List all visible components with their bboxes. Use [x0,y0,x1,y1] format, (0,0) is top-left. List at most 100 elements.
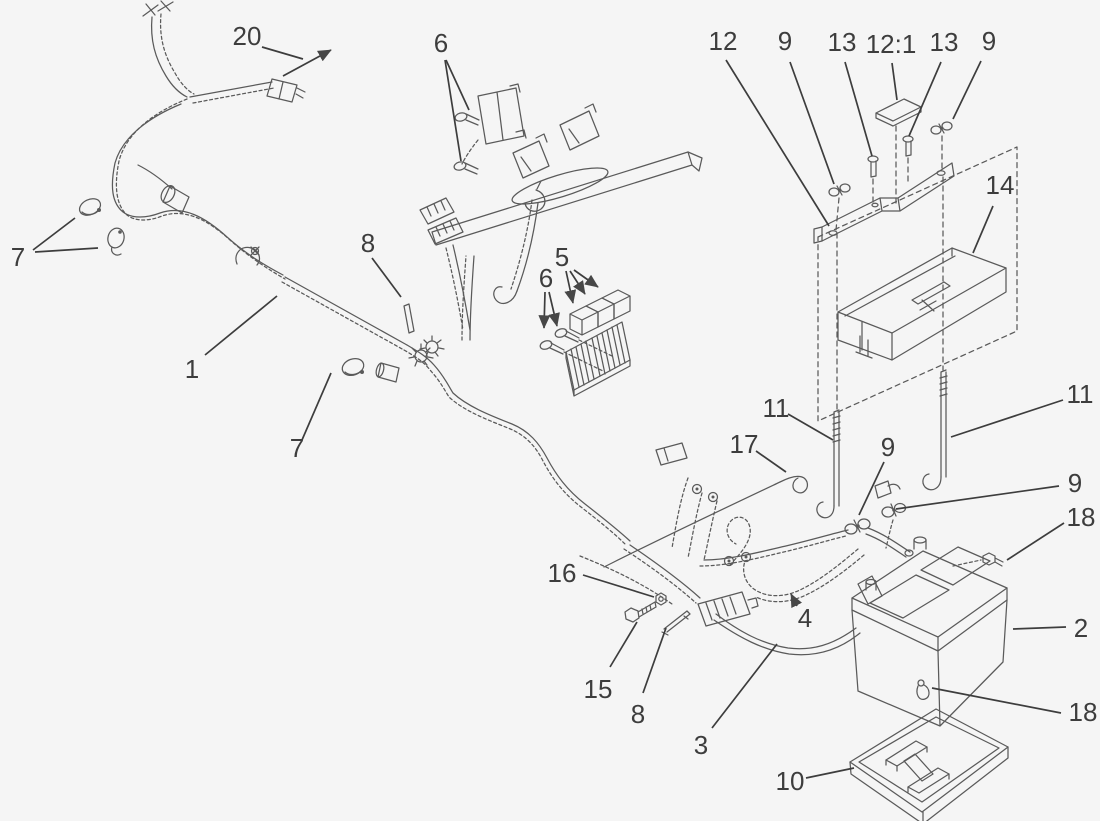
branch-connector [655,442,688,466]
tray-rib-1 [885,740,928,767]
callout-1: 1 [185,354,199,384]
leader-line-11-left-0 [787,413,834,441]
leader-line-9-right-0 [895,485,1060,510]
leader-line-12-1-0 [891,62,898,101]
battery-cell-cover-2 [920,546,991,586]
leader-line-12-0 [725,59,830,227]
callout-4: 4 [798,603,812,633]
leader-line-7-mid-0 [301,372,332,441]
leader-line-8-bot-0 [642,627,667,694]
battery-post [913,539,927,550]
bolt-15 [624,601,657,623]
leader-line-18-top-0 [1006,522,1065,561]
leader-line-7-left-1 [34,247,99,253]
callout-15: 15 [584,674,613,704]
leader-line-20-1 [282,49,332,77]
battery-cable-4 [743,548,865,603]
grommet-bushings [375,335,445,383]
leader-line-9-mid-0 [858,461,885,516]
callout-13-a: 13 [828,27,857,57]
harness-clip-7c [341,357,365,377]
harness-clip-7a [78,198,102,216]
relay-covers [569,289,631,336]
leader-line-9-tr2-0 [952,60,982,120]
callout-11-left: 11 [763,393,790,423]
callout-2: 2 [1074,613,1088,643]
j-hook-2 [493,286,518,305]
callout-7-mid: 7 [290,433,304,463]
callout-8-bot: 8 [631,699,645,729]
harness-clip-7b [107,227,125,256]
harness-tip-connectors [142,0,174,17]
small-connector-2 [427,217,464,245]
leader-line-8-top-0 [371,257,402,298]
dashed-panel-outline [817,146,1018,422]
j-bolt-11-right [922,176,948,491]
leader-line-9-tr1-0 [789,61,835,185]
leader-line-7-left-0 [32,217,76,251]
leader-line-5-2 [573,269,599,288]
callout-13-b: 13 [930,27,959,57]
leader-line-4-0 [790,593,803,609]
leader-line-5-1 [569,270,586,295]
leader-line-6-mid-1 [548,291,560,327]
battery [851,536,1008,727]
bracket-connector-b [559,103,600,151]
terminal-bolt-18-top [952,552,1004,567]
callout-12: 12 [709,26,738,56]
leader-line-6-mid-0 [538,291,551,329]
callout-8-top: 8 [361,228,375,258]
tray-rib-cross [903,753,934,782]
screws-13 [867,135,914,204]
battery-cell-cover-1 [869,574,950,619]
leader-line-18-bot-0 [931,687,1062,714]
decal-12-1 [875,98,922,206]
leader-line-6-top-1 [444,59,462,162]
leader-line-13-b-0 [908,61,942,137]
cylindrical-connector [160,185,190,214]
leader-line-3-0 [711,643,778,729]
leader-line-20-0 [261,46,304,60]
ground-wire-17 [603,475,809,568]
leader-line-11-right-0 [950,399,1064,438]
cover-14 [817,146,1018,422]
leader-line-1-0 [204,295,278,356]
cable-clips-9-top [828,121,953,231]
callout-6-top: 6 [434,28,448,58]
cable-clamp-9-right [874,480,907,549]
support-bar-12 [813,162,955,244]
junction-block [697,591,759,627]
connector-bracket-assembly [419,83,703,305]
callout-9-tr2: 9 [982,26,996,56]
callout-14: 14 [986,170,1015,200]
rect-connector [477,83,527,145]
pin-8-top [403,303,415,334]
callout-10: 10 [776,766,805,796]
harness-connector-20 [266,78,306,103]
leader-line-14-0 [972,205,994,254]
screws-6-top [453,112,480,175]
leader-line-5-0 [564,270,577,304]
callout-17: 17 [730,429,759,459]
j-hook [524,180,546,212]
callout-6-mid: 6 [539,263,553,293]
cable-clamp-9-mid [844,518,911,558]
leader-line-13-a-0 [844,61,873,157]
callout-9-tr1: 9 [778,26,792,56]
callout-18-top: 18 [1067,502,1096,532]
leader-line-2-0 [1012,626,1067,630]
fuse-block [565,321,631,397]
leader-line-16-0 [582,574,655,598]
small-connector-1 [419,197,455,225]
nut-16 [655,592,667,606]
wire-harness [111,0,631,546]
battery-cable-3 [713,613,861,656]
harness-branches [579,442,849,605]
callout-3: 3 [694,730,708,760]
screws-6-mid [539,328,615,372]
callout-5: 5 [555,242,569,272]
bracket-connector-a [512,133,550,179]
